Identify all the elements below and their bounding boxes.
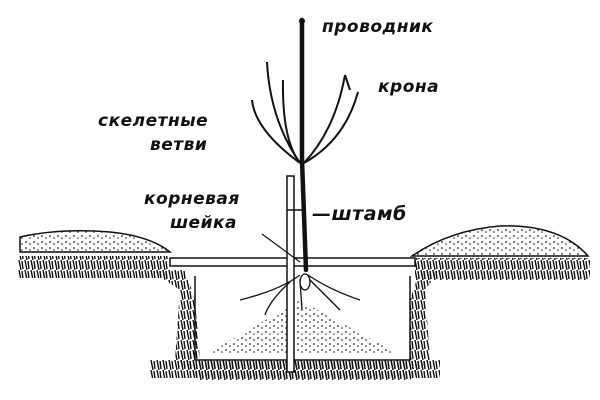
planting-pit: [194, 276, 411, 361]
right-soil-mound: [409, 225, 590, 257]
trunk-label: —штамб: [312, 203, 407, 225]
root-collar-label-2: шейка: [170, 213, 238, 233]
root-collar-label-1: корневая: [144, 189, 240, 209]
tree-trunk: [299, 17, 309, 273]
root-collar-pointer: [261, 233, 301, 263]
roots: [239, 273, 361, 316]
crown-label: крона: [378, 77, 440, 97]
crown-branches: [251, 61, 359, 164]
skeletal-branches-label-1: скелетные: [98, 111, 209, 131]
left-soil-mound: [19, 230, 173, 253]
leader-label: проводник: [322, 17, 434, 37]
skeletal-branches-label-2: ветви: [150, 135, 208, 155]
ground-hatching: [18, 256, 590, 380]
